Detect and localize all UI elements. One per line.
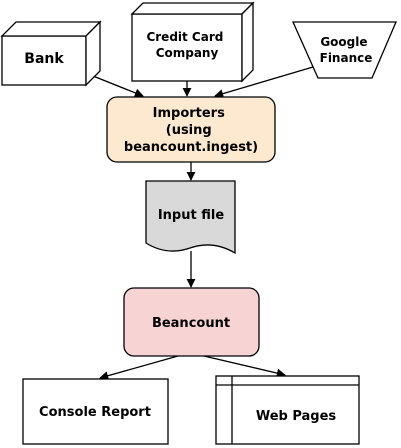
edges <box>67 65 314 381</box>
node-google-finance-label: Google Finance <box>320 35 373 65</box>
node-input-file: Input file <box>145 180 236 255</box>
node-importers-line-1: Importers <box>153 106 225 121</box>
node-credit-card-label: Credit Card Company <box>146 30 227 60</box>
node-bank-label: Bank <box>24 51 64 67</box>
node-google-finance: Google Finance <box>291 21 397 79</box>
node-bank: Bank <box>0 20 102 87</box>
node-importers-line-2: (using <box>166 123 212 138</box>
node-input-file-label: Input file <box>158 208 224 223</box>
node-google-finance-line-2: Finance <box>320 51 373 65</box>
node-importers: Importers (using beancount.ingest) <box>106 96 276 163</box>
node-importers-line-3: beancount.ingest) <box>124 140 258 155</box>
node-credit-card-company: Credit Card Company <box>130 1 255 83</box>
node-web-pages: Web Pages <box>215 375 360 445</box>
node-importers-label: Importers (using beancount.ingest) <box>124 106 258 155</box>
node-web-pages-label: Web Pages <box>256 409 337 424</box>
node-console-report-label: Console Report <box>39 405 151 420</box>
node-credit-card-line-2: Company <box>156 46 219 60</box>
node-beancount: Beancount <box>123 287 260 357</box>
edge-beancount-to-web-pages <box>203 355 286 378</box>
edge-google-finance-to-importers <box>214 66 314 99</box>
node-google-finance-line-1: Google <box>320 35 367 49</box>
node-beancount-label: Beancount <box>152 316 230 331</box>
node-credit-card-line-1: Credit Card <box>146 30 223 44</box>
node-console-report: Console Report <box>22 378 169 445</box>
edge-beancount-to-console-report <box>99 355 179 381</box>
